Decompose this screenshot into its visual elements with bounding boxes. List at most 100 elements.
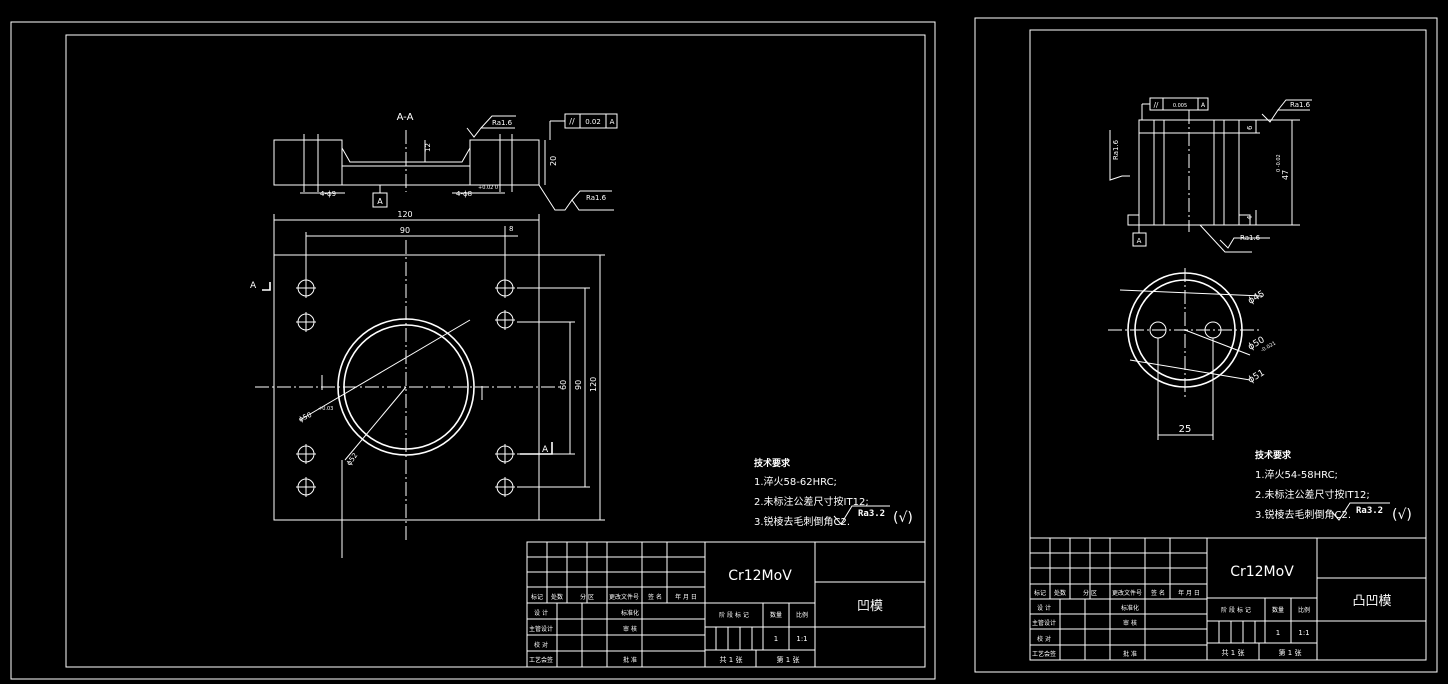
dim-12: 12 [424, 143, 432, 152]
svg-text:ϕ51: ϕ51 [1247, 368, 1267, 385]
dim-120-height: 120 [589, 377, 598, 392]
material-label: Cr12MoV [728, 568, 792, 584]
svg-text:标准化: 标准化 [621, 609, 639, 617]
left-drawing-sheet: A-A 12 20 4-ϕ9 4-ϕ8 +0.02 0 [10, 21, 936, 680]
svg-text:审 核: 审 核 [1123, 619, 1137, 627]
right-section-view: // 0.005 A Ra1.6 Ra1.6 A Ra1.6 [1109, 97, 1312, 253]
svg-text:0 -0.02: 0 -0.02 [1276, 154, 1282, 172]
svg-text:共 1 张: 共 1 张 [720, 655, 743, 664]
svg-text:1: 1 [774, 635, 778, 643]
dim-20: 20 [549, 156, 558, 166]
svg-text:处数: 处数 [1054, 589, 1066, 597]
svg-text:处数: 处数 [551, 593, 563, 601]
svg-text:批 准: 批 准 [623, 656, 637, 664]
roughness-symbol [466, 127, 515, 138]
datum-box [372, 192, 388, 208]
tech-line-1: 1.淬火58-62HRC; [754, 475, 837, 488]
svg-text:Ra1.6: Ra1.6 [1290, 101, 1311, 109]
svg-text:更改文件号: 更改文件号 [609, 593, 639, 601]
svg-text://: // [1154, 101, 1159, 109]
svg-text:Ra1.6: Ra1.6 [1112, 139, 1120, 160]
right-title-block: Cr12MoV 凸凹模 标记 处数 分 区 更改文件号 签 名 年 月 日 设 … [1029, 537, 1427, 661]
svg-text:技术要求: 技术要求 [1255, 449, 1292, 461]
svg-text:设 计: 设 计 [1037, 604, 1051, 612]
svg-text:Ra3.2: Ra3.2 [1356, 506, 1383, 516]
svg-text:标准化: 标准化 [1121, 604, 1139, 612]
right-drawing-sheet: // 0.005 A Ra1.6 Ra1.6 A Ra1.6 [974, 17, 1438, 673]
dim-90-height: 90 [574, 380, 583, 390]
svg-text:+0.03: +0.03 [318, 406, 333, 412]
dim-holes-4x9: 4-ϕ9 [320, 190, 336, 198]
svg-text:批 准: 批 准 [1123, 650, 1137, 658]
svg-text:A: A [1137, 237, 1142, 245]
punch-outer-circle [1127, 272, 1243, 388]
roughness-label: Ra1.6 [492, 119, 513, 127]
part-name: 凸凹模 [1352, 594, 1391, 609]
section-marker-bottom: A [542, 445, 549, 455]
svg-text:校 对: 校 对 [1037, 635, 1051, 643]
svg-text:1.淬火54-58HRC;: 1.淬火54-58HRC; [1255, 468, 1338, 481]
svg-text:Ra1.6: Ra1.6 [1240, 234, 1261, 242]
svg-text:0.02: 0.02 [585, 118, 601, 126]
svg-text:2.未标注公差尺寸按IT12;: 2.未标注公差尺寸按IT12; [1255, 488, 1370, 501]
part-name: 凹模 [857, 599, 883, 614]
section-profile [273, 139, 540, 186]
material-label: Cr12MoV [1230, 564, 1294, 580]
section-hatch-right [511, 139, 540, 186]
svg-text:校 对: 校 对 [534, 641, 548, 649]
svg-text:共 1 张: 共 1 张 [1222, 648, 1245, 657]
svg-text:比例: 比例 [1298, 606, 1310, 614]
svg-text:第 1 张: 第 1 张 [1279, 648, 1302, 657]
svg-text:数量: 数量 [770, 611, 782, 619]
section-hatch-left-inner [317, 139, 343, 186]
svg-text:(√): (√) [893, 510, 913, 526]
tech-title: 技术要求 [754, 457, 791, 469]
datum-label: A [377, 197, 383, 206]
svg-text:签 名: 签 名 [648, 593, 662, 601]
left-sheet-outer-border [10, 21, 936, 680]
svg-text:审 核: 审 核 [623, 625, 637, 633]
svg-text:年 月 日: 年 月 日 [1178, 589, 1200, 597]
svg-text:工艺会签: 工艺会签 [529, 656, 553, 664]
bore-outer-circle [337, 318, 475, 456]
svg-text:1:1: 1:1 [1298, 629, 1309, 637]
svg-text:47: 47 [1281, 170, 1290, 180]
svg-text:A: A [1201, 102, 1206, 109]
right-sheet-outer-border [974, 17, 1438, 673]
svg-text:设 计: 设 计 [534, 609, 548, 617]
dim-holes-tol: +0.02 0 [478, 185, 498, 191]
svg-text:25: 25 [1179, 424, 1192, 435]
bore-inner-circle [343, 324, 469, 450]
svg-text:标记: 标记 [1034, 589, 1046, 597]
svg-text:阶 段 标 记: 阶 段 标 记 [719, 611, 749, 619]
svg-text:0.005: 0.005 [1173, 103, 1187, 109]
left-section-view: A-A 12 20 4-ϕ9 4-ϕ8 +0.02 0 [273, 112, 618, 211]
svg-text://: // [569, 117, 575, 126]
svg-text:第 1 张: 第 1 张 [777, 655, 800, 664]
dim-holes-4x8: 4-ϕ8 [456, 190, 472, 198]
svg-text:4: 4 [1246, 215, 1254, 220]
svg-text:A: A [610, 118, 615, 126]
svg-text:3.锐棱去毛刺倒角C2.: 3.锐棱去毛刺倒角C2. [1255, 508, 1351, 521]
svg-text:8: 8 [509, 225, 513, 233]
svg-text:ϕ45: ϕ45 [1247, 289, 1267, 306]
svg-text:年 月 日: 年 月 日 [675, 593, 697, 601]
left-plan-view: 120 90 8 ϕ50 +0.03 ϕ52 [250, 210, 605, 558]
dim-60: 60 [559, 380, 568, 390]
svg-text:阶 段 标 记: 阶 段 标 记 [1221, 606, 1251, 614]
svg-text:主管设计: 主管设计 [529, 625, 553, 633]
svg-text:Ra1.6: Ra1.6 [586, 194, 607, 202]
svg-text:更改文件号: 更改文件号 [1112, 589, 1142, 597]
dim-90-width: 90 [400, 226, 410, 235]
tech-line-2: 2.未标注公差尺寸按IT12; [754, 495, 869, 508]
left-technical-requirements: 技术要求 1.淬火58-62HRC; 2.未标注公差尺寸按IT12; 3.锐棱去… [754, 457, 913, 528]
svg-text:(√): (√) [1392, 507, 1412, 523]
svg-text:数量: 数量 [1272, 606, 1284, 614]
section-marker-top: A [250, 281, 257, 291]
svg-text:工艺会签: 工艺会签 [1032, 650, 1056, 658]
dim-dia-52: ϕ52 [345, 451, 359, 467]
left-title-block: Cr12MoV 凹模 标记 处数 分 区 更改文件号 签 名 年 月 日 设 计… [526, 541, 926, 668]
svg-text:比例: 比例 [796, 611, 808, 619]
svg-text:签 名: 签 名 [1151, 589, 1165, 597]
